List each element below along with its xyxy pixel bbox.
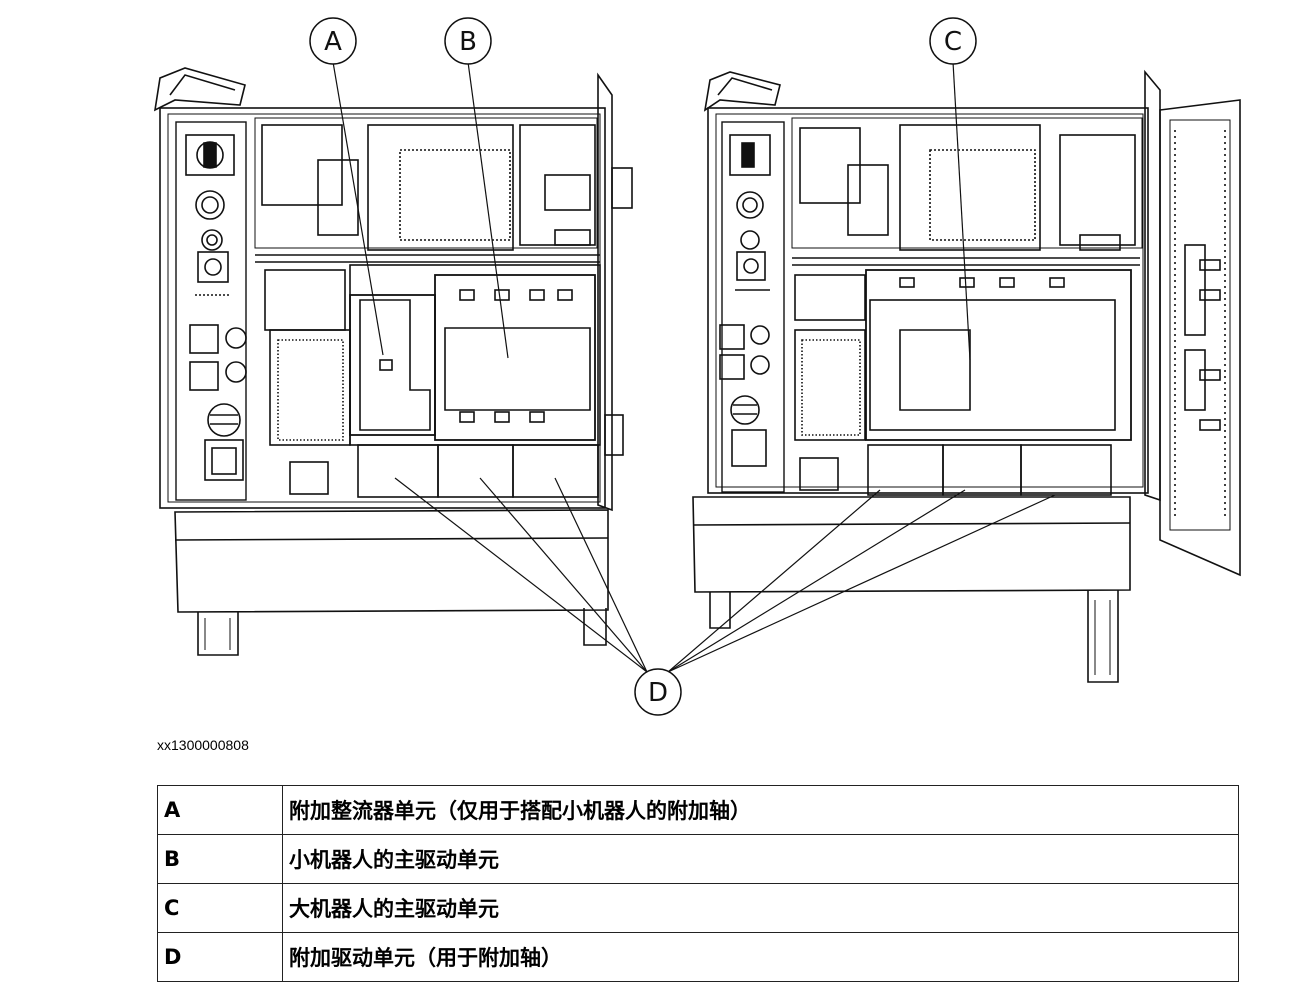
- legend-description: 大机器人的主驱动单元: [282, 883, 1239, 933]
- svg-text:B: B: [459, 27, 477, 57]
- leader-lines: [332, 61, 1056, 673]
- left-cabinet: [153, 67, 633, 656]
- svg-text:D: D: [648, 678, 668, 708]
- svg-text:A: A: [324, 27, 342, 57]
- legend-description: 附加整流器单元（仅用于搭配小机器人的附加轴）: [282, 785, 1239, 835]
- legend-key: D: [157, 932, 283, 982]
- legend-key: B: [157, 834, 283, 884]
- legend-description: 附加驱动单元（用于附加轴）: [282, 932, 1239, 982]
- callout-c: C: [929, 17, 977, 65]
- svg-text:C: C: [944, 27, 962, 57]
- legend-description: 小机器人的主驱动单元: [282, 834, 1239, 884]
- legend-key: C: [157, 883, 283, 933]
- callout-b: B: [444, 17, 492, 65]
- legend-row: C 大机器人的主驱动单元: [157, 883, 1239, 933]
- legend-key: A: [157, 785, 283, 835]
- legend-row: B 小机器人的主驱动单元: [157, 834, 1239, 884]
- legend-row: A 附加整流器单元（仅用于搭配小机器人的附加轴）: [157, 785, 1239, 835]
- cabinet-illustration: A B C D: [153, 17, 1241, 716]
- figure-id: xx1300000808: [157, 737, 249, 753]
- legend-row: D 附加驱动单元（用于附加轴）: [157, 932, 1239, 982]
- legend-table: A 附加整流器单元（仅用于搭配小机器人的附加轴） B 小机器人的主驱动单元 C …: [157, 785, 1239, 982]
- callout-a: A: [309, 17, 357, 65]
- callout-d: D: [634, 668, 682, 716]
- right-cabinet: [692, 69, 1241, 683]
